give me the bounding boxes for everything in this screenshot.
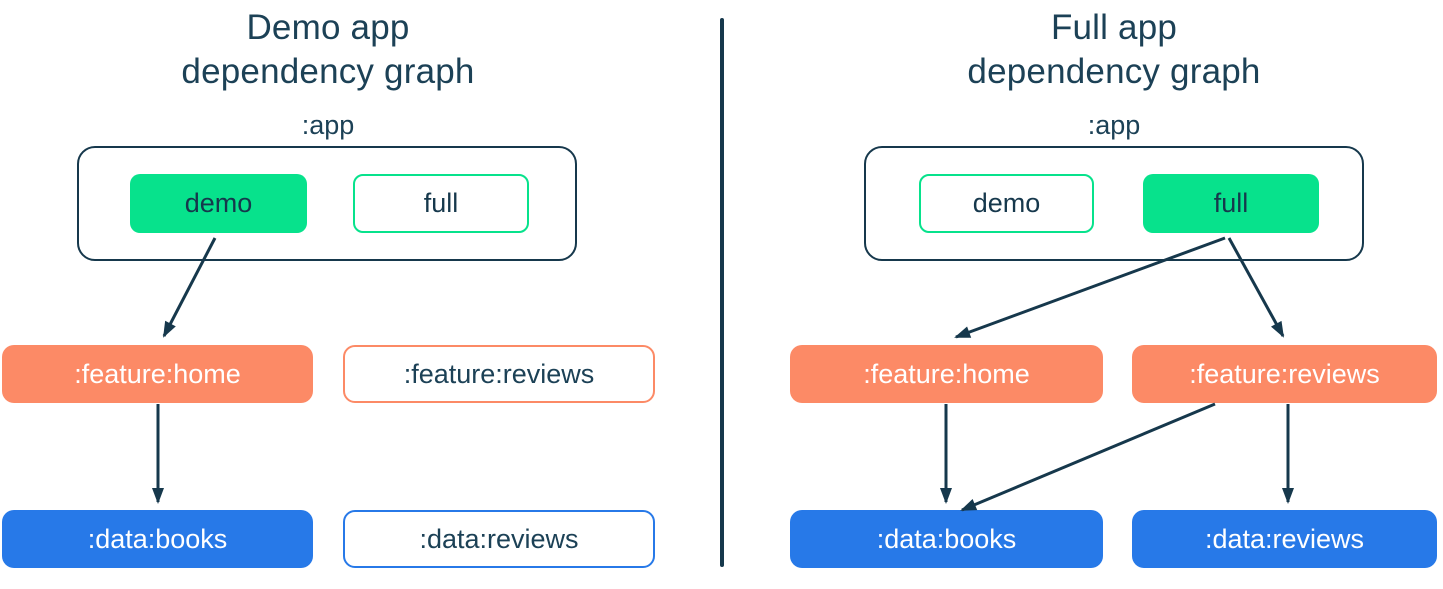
full-panel-data-books-node: :data:books bbox=[790, 510, 1103, 568]
demo-panel-variant-demo: demo bbox=[130, 174, 307, 233]
demo-panel-title-line2: dependency graph bbox=[181, 52, 475, 91]
full-panel-variant-full: full bbox=[1143, 174, 1319, 233]
full-panel-feature-home-node: :feature:home bbox=[790, 345, 1103, 403]
demo-panel-feature-home-node: :feature:home bbox=[2, 345, 313, 403]
panel-divider bbox=[720, 18, 724, 567]
demo-panel-data-reviews-node: :data:reviews bbox=[343, 510, 655, 568]
demo-app-module-label: :app bbox=[301, 110, 355, 140]
demo-panel-title-line1: Demo app bbox=[246, 8, 410, 47]
full-panel-title-line2: dependency graph bbox=[967, 52, 1261, 91]
demo-panel-feature-reviews-node: :feature:reviews bbox=[343, 345, 655, 403]
full-panel-title-line1: Full app bbox=[1050, 8, 1178, 47]
full-app-module-label: :app bbox=[1087, 110, 1141, 140]
full-app-module-box: demo full bbox=[864, 146, 1364, 261]
demo-app-module-box: demo full bbox=[77, 146, 577, 261]
demo-panel-data-books-node: :data:books bbox=[2, 510, 313, 568]
full-panel-data-reviews-node: :data:reviews bbox=[1132, 510, 1437, 568]
edge-feature-reviews-to-data-books bbox=[960, 402, 1216, 512]
full-panel-variant-demo: demo bbox=[919, 174, 1094, 233]
full-panel-feature-reviews-node: :feature:reviews bbox=[1132, 345, 1437, 403]
demo-panel-variant-full: full bbox=[353, 174, 529, 233]
demo-panel-title: Demo app dependency graph bbox=[78, 6, 578, 94]
full-panel-title: Full app dependency graph bbox=[864, 6, 1364, 94]
